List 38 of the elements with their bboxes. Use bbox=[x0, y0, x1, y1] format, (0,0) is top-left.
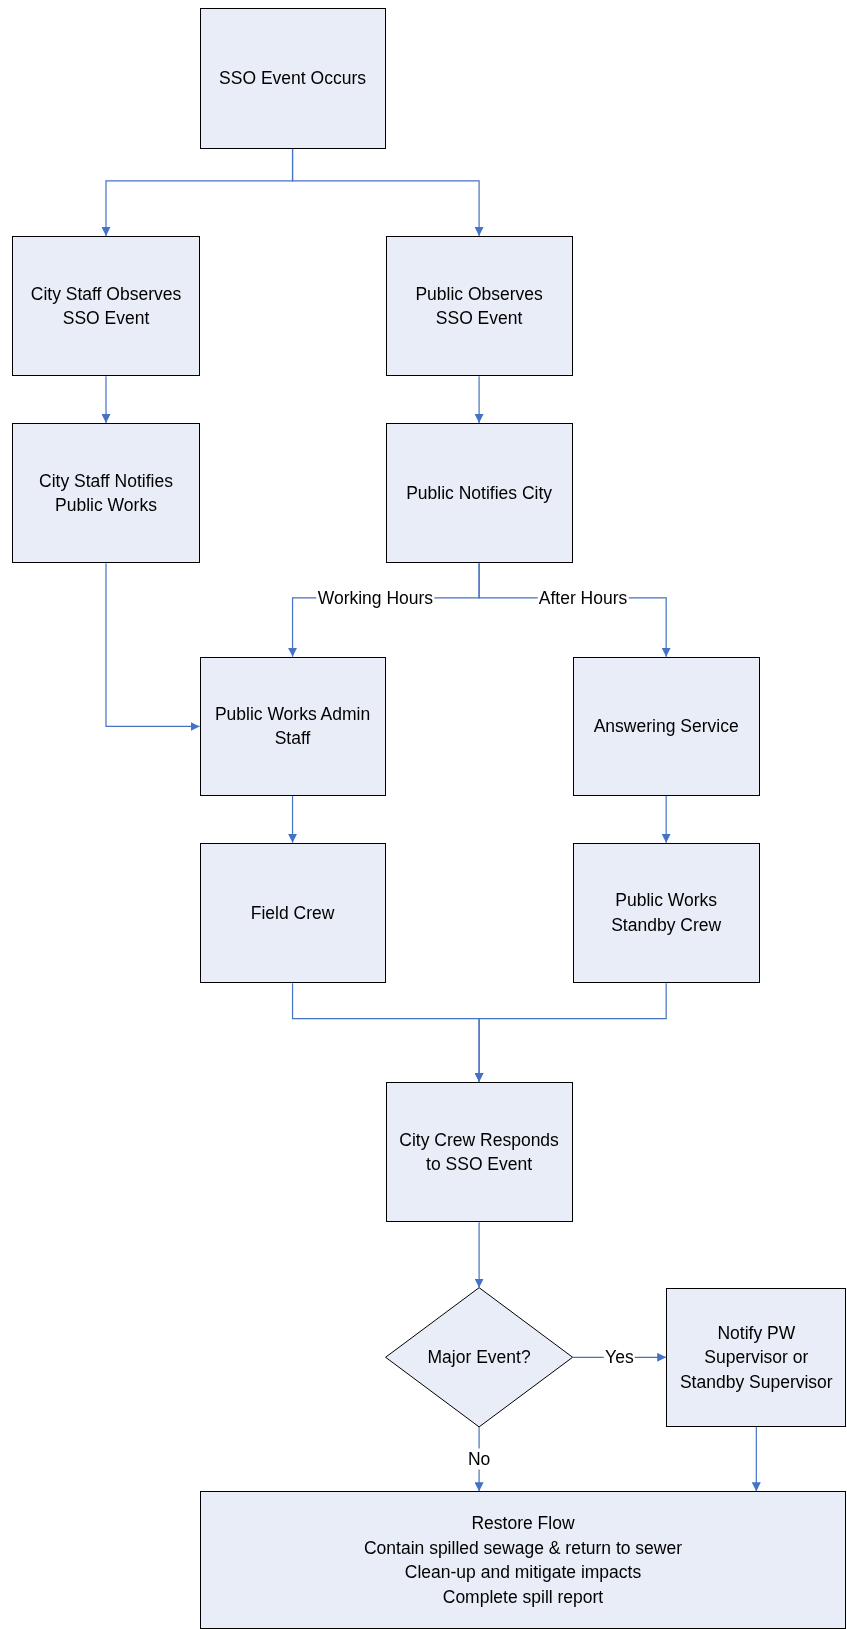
step-label: Public Notifies City bbox=[406, 481, 553, 505]
connector-arrow bbox=[751, 1426, 761, 1492]
step-label: Restore Flow bbox=[471, 1512, 575, 1536]
connector-arrow bbox=[474, 375, 484, 424]
process-box bbox=[385, 235, 573, 377]
step-label: City Staff Notifies Public Works bbox=[38, 469, 174, 518]
step-label: Contain spilled sewage & return to sewer bbox=[363, 1536, 683, 1560]
step-label: Notify PW Supervisor or Standby Supervisor bbox=[678, 1321, 834, 1394]
process-box bbox=[572, 842, 760, 984]
process-box bbox=[385, 1081, 573, 1223]
connector-arrow bbox=[101, 375, 111, 424]
process-box bbox=[666, 1287, 847, 1427]
process-box bbox=[199, 8, 386, 149]
edge-label: No bbox=[466, 1448, 492, 1470]
step-label: Complete spill report bbox=[442, 1585, 604, 1609]
process-box bbox=[199, 656, 386, 797]
decision-label: Major Event? bbox=[427, 1346, 531, 1369]
process-box bbox=[12, 235, 200, 377]
step-label: City Staff Observes SSO Event bbox=[29, 282, 183, 331]
step-label: Public Works Admin Staff bbox=[213, 702, 372, 751]
connector-arrow bbox=[288, 795, 298, 844]
process-box bbox=[12, 422, 200, 564]
step-label: Public Works Standby Crew bbox=[610, 889, 723, 937]
process-box bbox=[199, 842, 386, 984]
process-box bbox=[199, 1491, 847, 1629]
step-label: Clean-up and mitigate impacts bbox=[404, 1561, 642, 1585]
step-label: Answering Service bbox=[593, 715, 739, 739]
step-label: Field Crew bbox=[250, 901, 335, 925]
connector-arrow bbox=[105, 562, 201, 731]
connector-arrow bbox=[474, 1221, 484, 1289]
connector-arrow bbox=[291, 148, 484, 237]
connector-arrow bbox=[474, 982, 667, 1083]
step-label: City Crew Responds to SSO Event bbox=[398, 1128, 560, 1176]
process-box bbox=[385, 422, 573, 564]
process-box bbox=[572, 656, 760, 797]
connector-arrow bbox=[661, 795, 671, 844]
step-label: Public Observes SSO Event bbox=[414, 282, 544, 331]
step-label: SSO Event Occurs bbox=[219, 67, 366, 91]
